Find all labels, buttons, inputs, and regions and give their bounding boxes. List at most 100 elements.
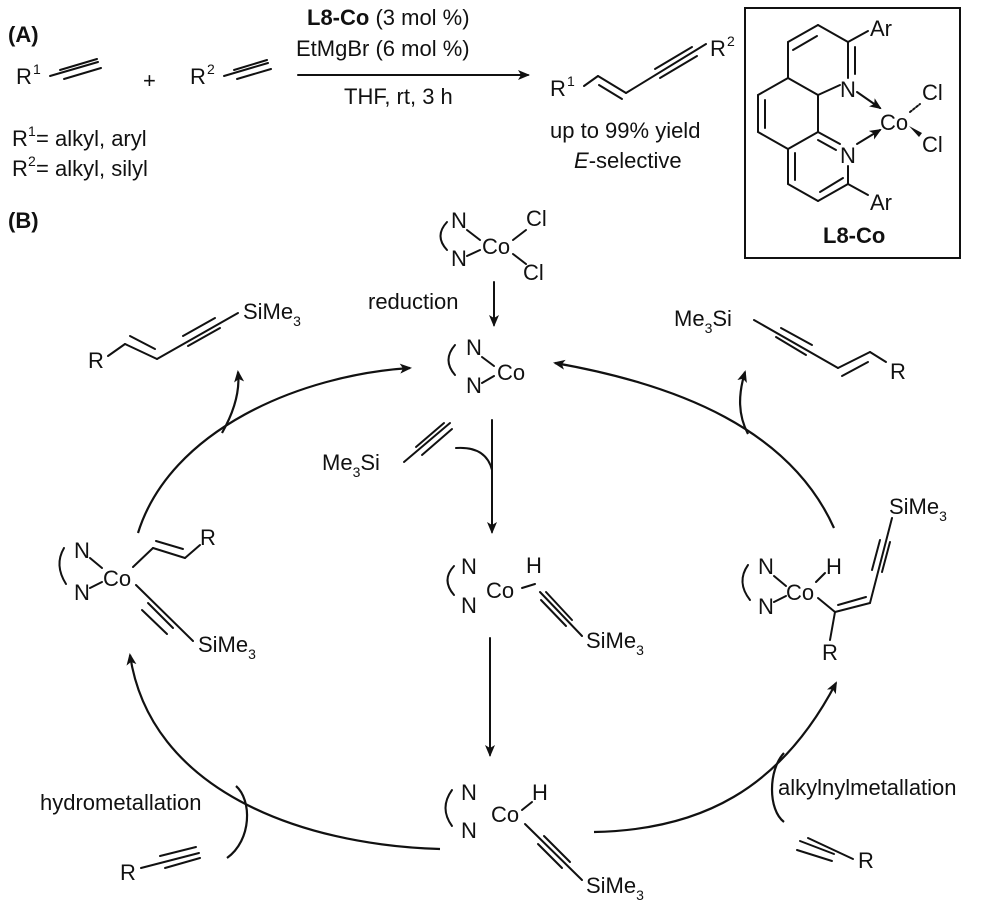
h-label: H <box>526 553 542 578</box>
simet3-label: SiMe3 <box>889 494 947 524</box>
substituent-scope: R 1 = alkyl, aryl R 2 = alkyl, silyl <box>12 123 148 181</box>
scope-r2-text: = alkyl, silyl <box>36 156 148 181</box>
catalyst-conditions-line: L8-Co (3 mol %) <box>307 5 470 30</box>
panel-b-label: (B) <box>8 208 39 233</box>
catalyst-box-frame <box>744 7 961 259</box>
alkyne-entry-arrow-right <box>770 752 785 823</box>
n-label: N <box>74 580 90 605</box>
cobalt-label: Co <box>491 802 519 827</box>
alkyne-triple-bond <box>223 59 272 80</box>
subscript-3: 3 <box>636 887 644 903</box>
cobalt-label: Co <box>482 234 510 259</box>
cycle-arc-reductive-elimination-right <box>553 359 836 529</box>
ar-top: Ar <box>870 16 892 41</box>
n-label: N <box>758 594 774 619</box>
subscript-3: 3 <box>939 508 947 524</box>
scope-r1-superscript: 1 <box>28 123 36 139</box>
scope-r1: R <box>12 126 28 151</box>
wedge-bond <box>909 126 922 137</box>
cl-1: Cl <box>922 80 943 105</box>
n-label: N <box>74 538 90 563</box>
subscript-3: 3 <box>705 320 713 336</box>
sime-text: SiMe <box>889 494 939 519</box>
selectivity-e: E <box>574 148 589 173</box>
enyne-product-right: Me3Si R <box>674 306 906 384</box>
alkyne-triple-bond <box>49 58 102 80</box>
product-r2: R <box>710 36 726 61</box>
cl-label: Cl <box>526 206 547 231</box>
catalyst-label: L8-Co <box>823 223 885 248</box>
me3si-label: Me3Si <box>674 306 732 336</box>
enyne-product-left: R SiMe3 <box>88 299 301 373</box>
n-label: N <box>461 593 477 618</box>
h-label: H <box>826 554 842 579</box>
cycle-arc-alkynylmetallation <box>593 681 837 834</box>
simet3-label: SiMe3 <box>243 299 301 329</box>
reactant-2: R 2 <box>190 59 272 89</box>
reaction-conditions: L8-Co (3 mol %) EtMgBr (6 mol %) THF, rt… <box>296 5 530 109</box>
reactant-2-r: R <box>190 64 206 89</box>
me-text: Me <box>674 306 705 331</box>
scope-r2: R <box>12 156 28 181</box>
phenanthroline-ligand <box>757 24 869 202</box>
sime-text: SiMe <box>198 632 248 657</box>
cycle-arc-reductive-elimination-left <box>136 363 412 534</box>
cobalt-label: Co <box>497 360 525 385</box>
additive-text: EtMgBr (6 mol %) <box>296 36 470 61</box>
sime-text: SiMe <box>243 299 293 324</box>
alkyne-entry-arrow-left <box>226 785 249 859</box>
product-r1: R <box>550 76 566 101</box>
simet3-label: SiMe3 <box>586 628 644 658</box>
r-label: R <box>120 860 136 885</box>
catalyst-structure-box: Ar Ar N N Co Cl Cl L8-Co <box>744 7 961 259</box>
cobalt-label: Co <box>103 566 131 591</box>
enyne-product: R 1 R 2 <box>550 33 735 101</box>
cobalt-label: Co <box>486 578 514 603</box>
dative-bond-arrow-bottom <box>856 128 882 145</box>
subscript-3: 3 <box>353 464 361 480</box>
pi-alkyne-complex: N N Co H SiMe3 <box>446 553 644 658</box>
n-label: N <box>466 373 482 398</box>
simet3-label: SiMe3 <box>586 873 644 903</box>
sime-text: SiMe <box>586 873 636 898</box>
n-label: N <box>461 554 477 579</box>
hydrido-enynyl-cobalt-intermediate: N N Co H R SiMe3 <box>741 494 947 665</box>
me-text: Me <box>322 450 353 475</box>
subscript-3: 3 <box>636 642 644 658</box>
product-r2-superscript: 2 <box>727 33 735 49</box>
catalyst-name: L8-Co <box>307 5 369 30</box>
product-release-arrow-right <box>737 370 749 435</box>
product-r1-superscript: 1 <box>567 73 575 89</box>
terminal-alkyne-right: R <box>796 837 874 873</box>
hydride-alkynyl-complex: N N Co H SiMe3 <box>444 780 644 903</box>
dative-bond-arrow-top <box>856 91 882 110</box>
yield-text: up to 99% yield <box>550 118 700 143</box>
cl-2: Cl <box>922 132 943 157</box>
reactant-2-superscript: 2 <box>207 61 215 77</box>
sime-text: SiMe <box>586 628 636 653</box>
n-label: N <box>461 818 477 843</box>
panel-a-label: (A) <box>8 22 39 47</box>
alkynylmetallation-label: alkylnylmetallation <box>778 775 957 800</box>
hydrometallation-label: hydrometallation <box>40 790 201 815</box>
cl-label: Cl <box>523 260 544 285</box>
cycle-arc-hydrometallation <box>126 653 441 851</box>
reactant-1-r: R <box>16 64 32 89</box>
n-bottom: N <box>840 143 856 168</box>
subscript-3: 3 <box>248 646 256 662</box>
h-label: H <box>532 780 548 805</box>
n-label: N <box>461 780 477 805</box>
active-catalyst: N N Co <box>447 335 525 398</box>
product-release-arrow-left <box>221 370 245 434</box>
selectivity-rest: -selective <box>589 148 682 173</box>
r-label: R <box>858 848 874 873</box>
scope-r1-text: = alkyl, aryl <box>36 126 147 151</box>
n-top: N <box>840 77 856 102</box>
r-label: R <box>200 525 216 550</box>
scope-r2-superscript: 2 <box>28 153 36 169</box>
n-label: N <box>451 246 467 271</box>
simet3-label: SiMe3 <box>198 632 256 662</box>
n-label: N <box>451 208 467 233</box>
vinyl-alkynyl-cobalt-intermediate: N N Co R SiMe3 <box>58 525 256 662</box>
